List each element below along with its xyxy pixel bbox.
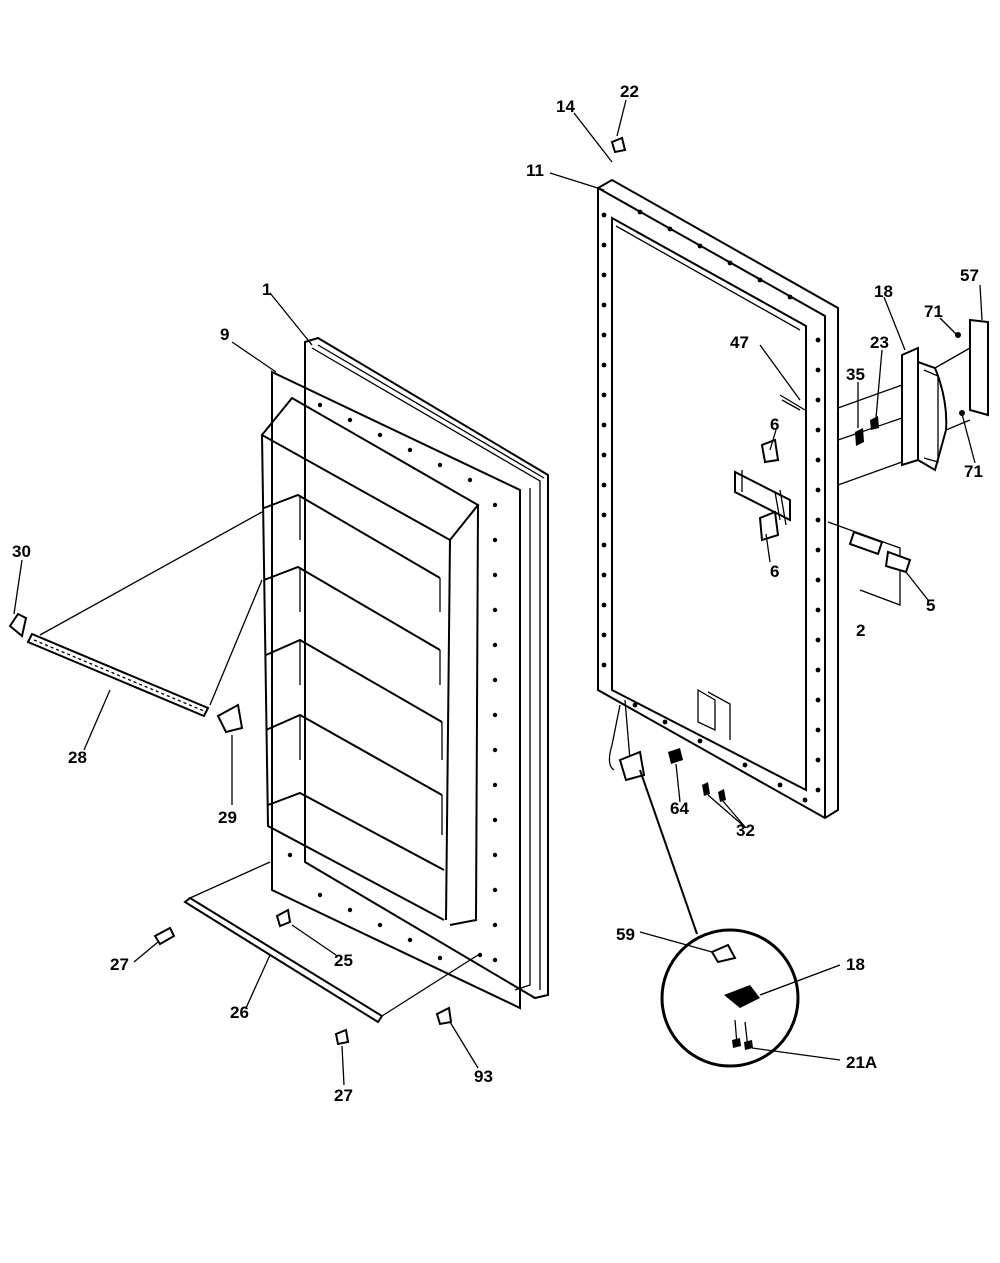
callout-6-lower: 6 [770, 562, 779, 581]
callout-30: 30 [12, 542, 31, 561]
callout-6-upper: 6 [770, 415, 779, 434]
callout-57: 57 [960, 266, 979, 285]
handle-assembly [837, 318, 989, 486]
door-liner-assembly [260, 336, 549, 1010]
shelf-bar-part [8, 511, 263, 734]
outer-door-panel [597, 178, 912, 820]
callout-25: 25 [334, 951, 353, 970]
callout-32: 32 [736, 821, 755, 840]
leader-lines [13, 99, 983, 1086]
callout-18-detail: 18 [846, 955, 865, 974]
callout-22: 22 [620, 82, 639, 101]
callout-9: 9 [220, 325, 229, 344]
callout-11: 11 [526, 161, 544, 180]
callout-35: 35 [846, 365, 865, 384]
callout-47: 47 [730, 333, 749, 352]
callout-59: 59 [616, 925, 635, 944]
callout-27-bottom: 27 [334, 1086, 353, 1105]
callout-93: 93 [474, 1067, 493, 1086]
callout-21a: 21A [846, 1053, 877, 1072]
callout-64: 64 [670, 799, 689, 818]
callout-labels: 1 9 30 28 29 27 25 26 27 93 22 14 11 47 … [12, 82, 983, 1105]
callout-5: 5 [926, 596, 935, 615]
callout-18-handle: 18 [874, 282, 893, 301]
callout-29: 29 [218, 808, 237, 827]
callout-2: 2 [856, 621, 865, 640]
callout-23: 23 [870, 333, 889, 352]
hinge-detail-circle [610, 136, 800, 1068]
callout-1: 1 [262, 280, 271, 299]
callout-26: 26 [230, 1003, 249, 1022]
bottom-rail-part [153, 861, 479, 1046]
callout-71-upper: 71 [924, 302, 943, 321]
callout-14: 14 [556, 97, 575, 116]
callout-27-top: 27 [110, 955, 129, 974]
callout-71-lower: 71 [964, 462, 983, 481]
callout-28: 28 [68, 748, 87, 767]
